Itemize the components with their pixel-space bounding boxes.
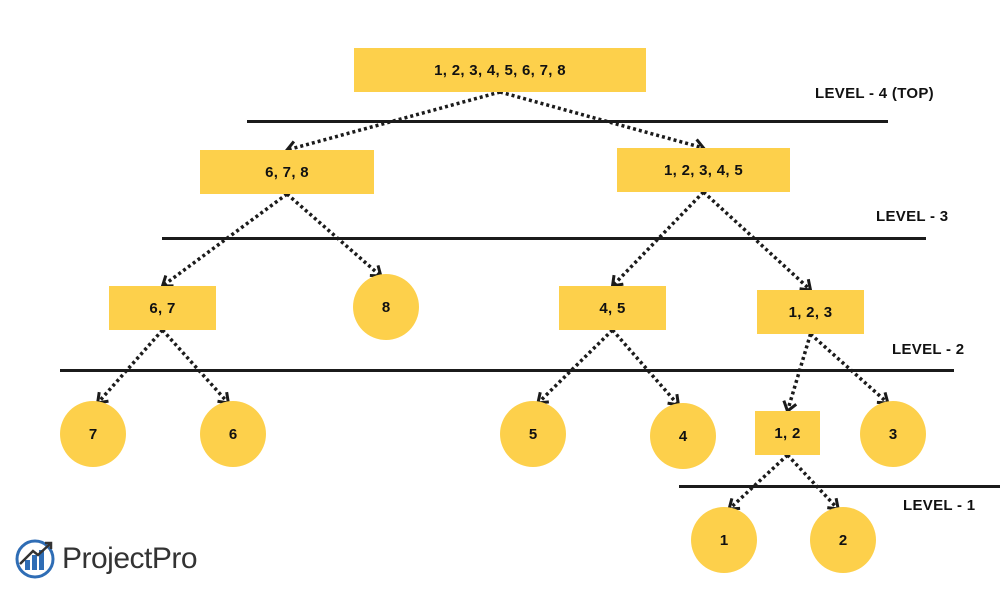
edge-n123-n12 [786,333,813,410]
edge-n12-n2 [786,453,839,509]
node-4-5: 4, 5 [559,286,666,330]
edge-n678-n67 [163,192,289,287]
arrowhead-n12345-n45 [610,274,624,288]
node-1-2: 1, 2 [755,411,820,455]
level-3-label: LEVEL - 3 [876,208,949,225]
leaf-4: 4 [650,403,716,469]
level-3-line [162,237,926,240]
leaf-8: 8 [353,274,419,340]
edge-n123-n3 [809,332,888,404]
edge-n67-n6 [161,328,229,403]
edge-n45-n5 [538,328,614,403]
leaf-6: 6 [200,401,266,467]
bar-chart-growth-icon [15,539,55,579]
level-4-line [247,120,888,123]
edge-n45-n4 [611,328,679,405]
node-1-2-3-4-5: 1, 2, 3, 4, 5 [617,148,790,192]
projectpro-logo: ProjectPro [14,538,198,580]
edge-n12-n1 [729,453,789,510]
node-6-7-8: 6, 7, 8 [200,150,374,194]
node-6-7: 6, 7 [109,286,216,330]
logo-text: ProjectPro [62,542,198,575]
level-1-label: LEVEL - 1 [903,497,976,514]
node-root: 1, 2, 3, 4, 5, 6, 7, 8 [354,48,646,92]
edge-n67-n7 [97,328,164,403]
leaf-2: 2 [810,507,876,573]
level-2-line [60,369,954,372]
leaf-7: 7 [60,401,126,467]
level-2-label: LEVEL - 2 [892,341,965,358]
leaf-5: 5 [500,401,566,467]
level-4-label: LEVEL - 4 (TOP) [815,85,934,102]
leaf-1: 1 [691,507,757,573]
node-1-2-3: 1, 2, 3 [757,290,864,334]
leaf-3: 3 [860,401,926,467]
level-1-line [679,485,1000,488]
edge-n678-n8 [285,192,381,277]
edge-root-n12345 [499,90,703,150]
edge-n12345-n123 [702,190,811,290]
